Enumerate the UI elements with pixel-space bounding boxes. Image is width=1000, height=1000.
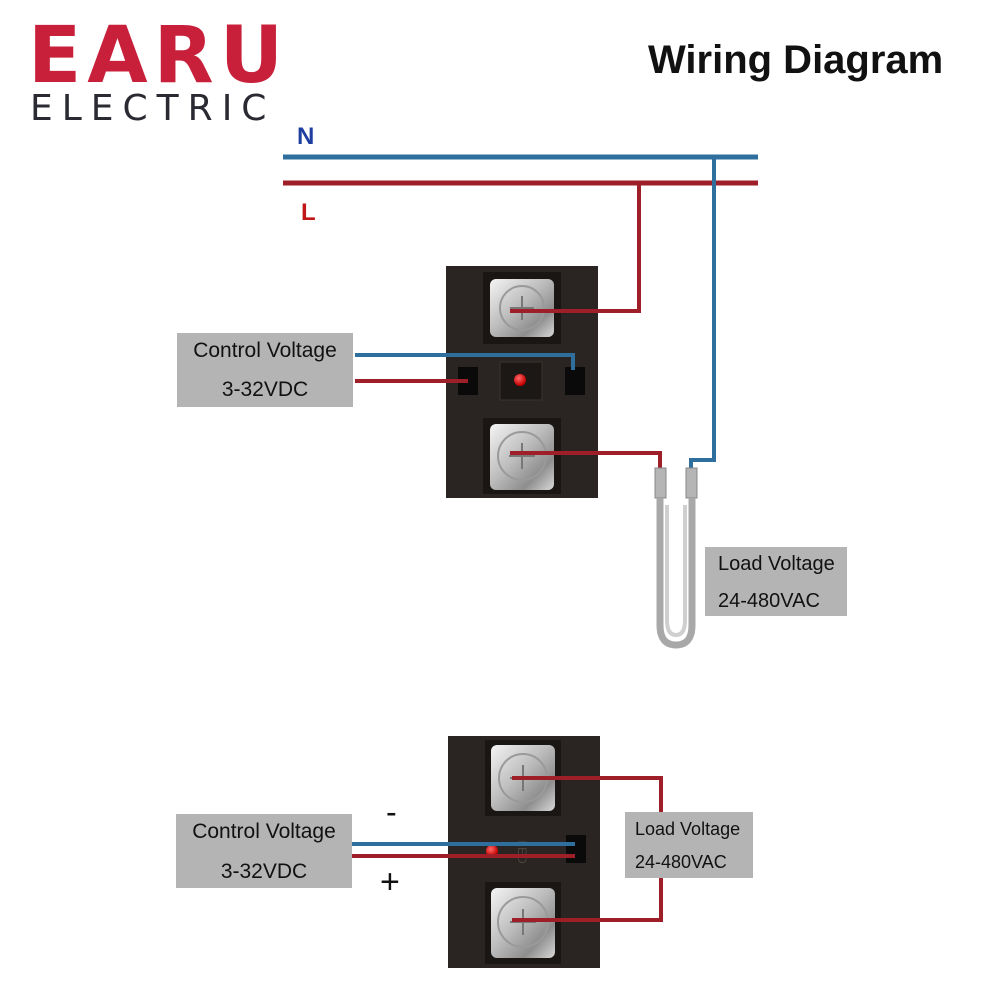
top-relay — [446, 266, 598, 498]
page-title: Wiring Diagram — [648, 38, 943, 82]
wire-control-plus — [355, 353, 575, 370]
neutral-label: N — [297, 123, 314, 150]
screw-head — [499, 285, 545, 331]
led-label: LED — [515, 840, 529, 864]
minus-sign: - — [386, 794, 397, 830]
control-voltage-label: Control Voltage — [192, 820, 336, 843]
control-terminal — [566, 835, 586, 863]
live-label: L — [301, 199, 316, 226]
load-voltage-range: 24-480VAC — [718, 590, 820, 612]
screw-head — [497, 431, 547, 481]
load-voltage-label: Load Voltage — [718, 553, 835, 575]
heating-element-icon — [654, 467, 698, 649]
wire-terminal-to-load — [510, 451, 662, 470]
bottom-relay: LED — [448, 736, 600, 968]
control-voltage-box — [177, 333, 353, 407]
load-voltage-box — [625, 812, 753, 878]
control-voltage-label: Control Voltage — [193, 339, 337, 362]
control-terminal-plus — [565, 367, 585, 395]
wire-live-to-terminal — [510, 183, 641, 313]
control-voltage-box — [176, 814, 352, 888]
wire-neutral-to-load — [689, 157, 716, 468]
control-voltage-range: 3-32VDC — [222, 378, 308, 401]
brand-logo: EARU ELECTRIC — [28, 11, 289, 129]
led-indicator-icon — [514, 374, 526, 386]
plus-sign: + — [380, 863, 400, 901]
load-voltage-box — [705, 547, 847, 616]
load-voltage-label: Load Voltage — [635, 819, 740, 839]
logo-sub-text: ELECTRIC — [30, 88, 275, 129]
control-voltage-range: 3-32VDC — [221, 860, 307, 883]
load-voltage-range: 24-480VAC — [635, 852, 727, 872]
logo-main-text: EARU — [28, 11, 289, 101]
